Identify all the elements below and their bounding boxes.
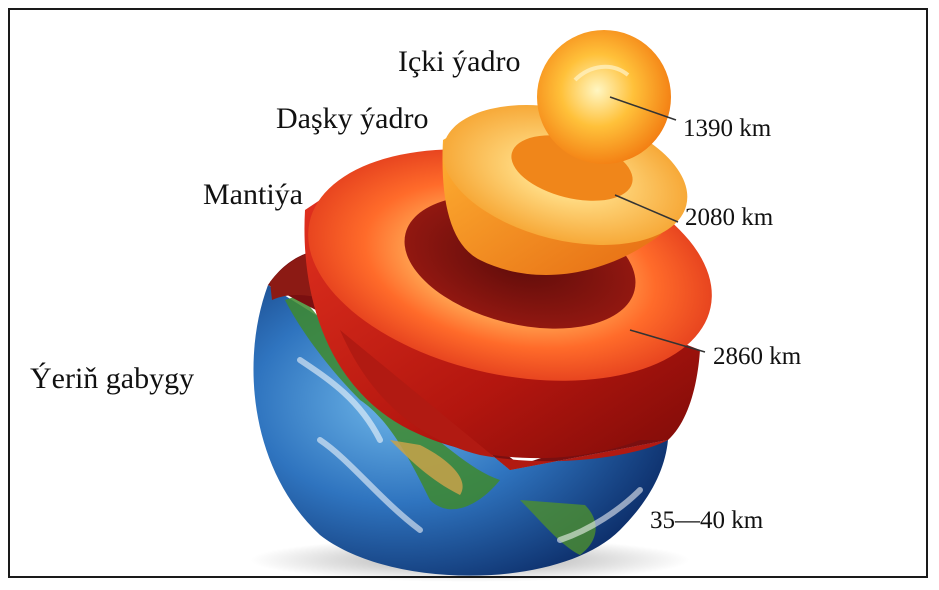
crust-label: Ýeriň gabygy bbox=[30, 362, 195, 395]
inner-core-label: Içki ýadro bbox=[398, 45, 521, 78]
outer-core-label: Daşky ýadro bbox=[276, 102, 429, 135]
mantle-label: Mantiýa bbox=[203, 178, 303, 211]
inner-core-layer bbox=[537, 30, 677, 164]
continent-desert bbox=[390, 440, 463, 495]
inner-core-radius-line bbox=[609, 96, 677, 121]
mantle-front-face bbox=[340, 330, 668, 470]
mantle-thickness-line bbox=[629, 329, 706, 353]
outer-core-thickness-line bbox=[614, 194, 679, 223]
outer-core-thickness: 2080 km bbox=[685, 204, 774, 231]
continent-south bbox=[520, 500, 596, 555]
cloud-swirl bbox=[297, 357, 643, 543]
mantle-thickness: 2860 km bbox=[713, 343, 802, 370]
inner-core-thickness: 1390 km bbox=[683, 115, 772, 142]
inner-core-glint bbox=[573, 64, 630, 82]
crust-thickness: 35—40 km bbox=[650, 507, 764, 534]
inner-core-sphere bbox=[537, 30, 671, 164]
